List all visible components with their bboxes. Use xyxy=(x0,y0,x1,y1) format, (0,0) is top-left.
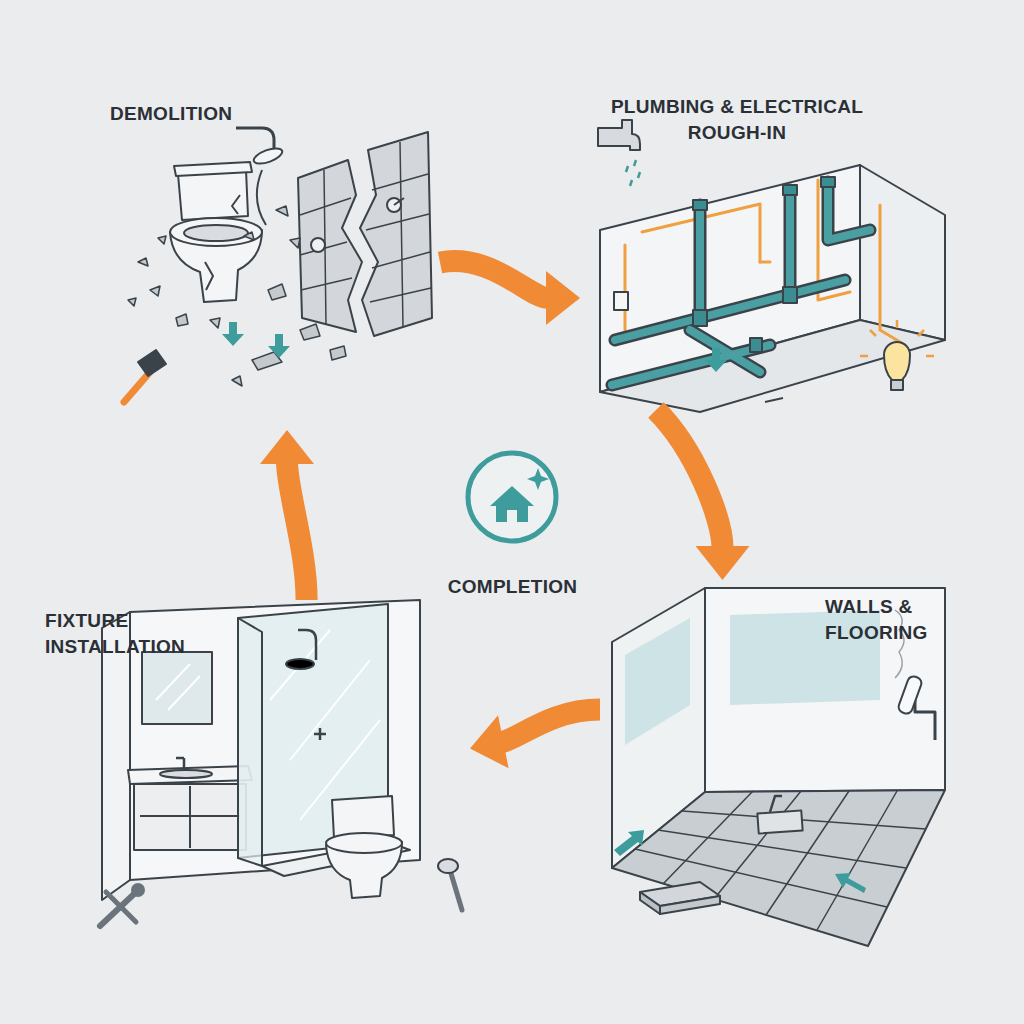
stage-node: WALLS & FLOORING xyxy=(600,580,950,950)
direction-arrow xyxy=(614,830,644,856)
down-arrow xyxy=(222,322,244,346)
arrow-head xyxy=(546,271,580,325)
stage-heading: DEMOLITION xyxy=(110,101,410,127)
arrow-body xyxy=(501,710,600,743)
down-arrow xyxy=(705,348,727,372)
stage-heading: WALLS & FLOORING xyxy=(825,594,945,646)
flow-arrow xyxy=(470,710,600,769)
down-arrow xyxy=(268,334,290,358)
stage-heading: COMPLETION xyxy=(440,574,585,600)
flow-arrow xyxy=(656,410,750,580)
demolition-illustration xyxy=(124,128,432,402)
arrow-head xyxy=(696,546,750,580)
stage-node: COMPLETION xyxy=(440,450,585,600)
flow-arrow xyxy=(440,261,580,325)
stage-node: FIXTURE INSTALLATION xyxy=(40,600,470,930)
stage-heading: FIXTURE INSTALLATION xyxy=(45,608,205,660)
arrow-head xyxy=(470,715,509,768)
completion-icon xyxy=(468,453,556,541)
plumbing-illustration xyxy=(598,120,945,412)
flow-arrow xyxy=(260,430,314,600)
stage-node: PLUMBING & ELECTRICAL ROUGH-IN xyxy=(580,90,960,410)
arrow-head xyxy=(260,430,314,464)
walls-illustration xyxy=(612,588,945,946)
arrow-body xyxy=(440,261,548,298)
direction-arrow xyxy=(835,873,866,893)
arrow-body xyxy=(656,410,723,548)
stage-heading: PLUMBING & ELECTRICAL ROUGH-IN xyxy=(592,94,882,146)
arrow-body xyxy=(287,462,307,600)
stage-node: DEMOLITION xyxy=(100,95,440,430)
